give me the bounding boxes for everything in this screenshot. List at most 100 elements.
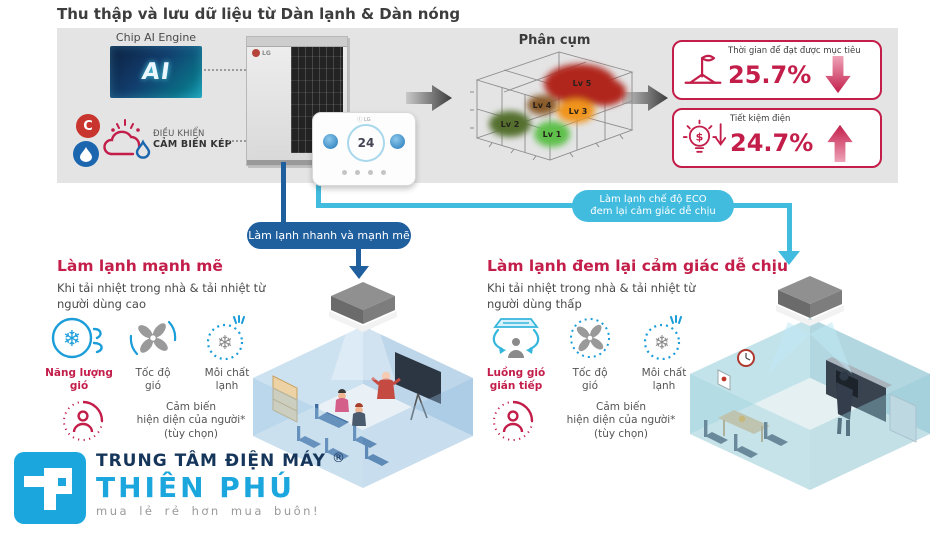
remote-buttons — [313, 170, 415, 175]
feature-refrigerant: ❄ Môi chất lạnh — [193, 314, 261, 393]
feature-wind-energy: ❄ Năng lượng gió — [45, 314, 113, 393]
feature-label-line1: Tốc độ — [572, 367, 608, 379]
registered-mark: ® — [331, 451, 345, 466]
feature-label: Môi chất lạnh — [642, 367, 687, 393]
dual-sensor-line1: ĐIỀU KHIỂN — [153, 129, 205, 139]
stat-value: 24.7% — [730, 129, 814, 157]
feature-label-line2: gián tiếp — [489, 380, 543, 393]
footer-brand-block: TRUNG TÂM ĐIỆN MÁY ® THIÊN PHÚ mua lẻ rẻ… — [96, 451, 345, 518]
lg-logo-text: LG — [262, 49, 271, 57]
left-body-line2: người dùng cao — [57, 296, 147, 311]
fan-speed-icon — [570, 318, 610, 358]
feature-label: Năng lượng gió — [45, 367, 113, 393]
remote-button — [355, 170, 360, 175]
remote-temperature-value: 24 — [357, 136, 375, 150]
connector-chip-line — [204, 69, 250, 71]
cluster-blob-lv3 — [557, 99, 595, 123]
svg-text:❄: ❄ — [63, 327, 81, 352]
presence-sensor-icon — [63, 400, 104, 441]
connector-sensor-line — [228, 140, 250, 142]
cluster-blob-lv4 — [527, 95, 557, 115]
svg-text:$: $ — [696, 130, 704, 143]
feature-fan-speed: Tốc độ gió — [119, 314, 187, 393]
cloud-sensor-icon — [103, 119, 151, 159]
remote-display: 24 — [347, 124, 385, 162]
brand-tagline: mua lẻ rẻ hơn mua buôn! — [96, 504, 321, 518]
right-feature-row: Luồng gió gián tiếp Tốc độ gió — [482, 314, 698, 393]
pill-fast-cooling-label: Làm lạnh nhanh và mạnh mẽ — [248, 229, 410, 242]
goal-flag-icon — [684, 54, 722, 84]
cyan-arrowhead-icon — [778, 251, 800, 265]
sensor-line2: hiện diện của người* — [136, 414, 246, 427]
chip-ai-label: Chip AI Engine — [115, 31, 197, 44]
svg-text:❄: ❄ — [217, 332, 233, 354]
brand-line2: THIÊN PHÚ — [96, 471, 295, 504]
feature-label-line2: gió — [581, 380, 598, 393]
presence-sensor-icon — [493, 400, 534, 441]
cluster-label-lv4: Lv 4 — [533, 101, 552, 110]
cluster-label-lv3: Lv 3 — [569, 107, 588, 116]
feature-label-line2: lạnh — [215, 380, 239, 393]
trend-up-arrow-icon — [827, 124, 853, 162]
remote-button — [342, 170, 347, 175]
left-room-illustration — [253, 282, 473, 488]
wall-controller: ⓛ LG 24 — [312, 112, 416, 186]
connector-dark-vertical — [281, 162, 286, 226]
connector-cyan-horizontal — [316, 203, 792, 208]
page-title: Thu thập và lưu dữ liệu từ Dàn lạnh & Dà… — [57, 5, 461, 23]
refrigerant-icon: ❄ — [206, 315, 245, 361]
right-section-heading: Làm lạnh đem lại cảm giác dễ chịu — [487, 257, 788, 275]
connector-cyan-vertical — [787, 203, 792, 253]
feature-label-line1: Môi chất — [204, 367, 250, 379]
brand-line1: TRUNG TÂM ĐIỆN MÁY — [96, 451, 326, 471]
remote-fan-left-icon — [323, 134, 338, 149]
feature-fan-speed: Tốc độ gió — [556, 314, 624, 393]
sensor-line2: hiện diện của người* — [566, 414, 676, 427]
ai-chip-text: AI — [139, 59, 172, 85]
feature-label-line2: gió — [144, 380, 161, 393]
wind-energy-icon: ❄ — [51, 317, 103, 359]
stat-card-target-time: Thời gian để đạt được mục tiêu 25.7% — [672, 40, 882, 100]
cluster-blob-lv1 — [534, 121, 570, 147]
remote-button — [381, 170, 386, 175]
cluster-blob-lv2 — [489, 111, 531, 137]
connector-pill-drop — [356, 248, 361, 268]
humidity-icon — [73, 141, 99, 167]
bulb-dollar-icon: $ — [682, 119, 727, 153]
left-section-body: Khi tải nhiệt trong nhà & tải nhiệt từ n… — [57, 281, 265, 312]
cluster-label-lv1: Lv 1 — [543, 130, 562, 139]
flow-arrow-right-icon — [406, 85, 452, 111]
feature-refrigerant: ❄ Môi chất lạnh — [630, 314, 698, 393]
feature-label: Tốc độ gió — [135, 367, 170, 393]
feature-label: Luồng gió gián tiếp — [487, 367, 545, 393]
left-sensor-row: Cảm biến hiện diện của người* (tùy chọn) — [60, 398, 266, 444]
feature-label: Tốc độ gió — [572, 367, 607, 393]
connector-cyan-drop — [316, 184, 321, 208]
stat-value: 25.7% — [728, 61, 812, 89]
stat-label: Thời gian để đạt được mục tiêu — [728, 46, 861, 56]
left-feature-row: ❄ Năng lượng gió Tốc độ gió — [45, 314, 261, 393]
stat-card-energy-saving: $ Tiết kiệm điện 24.7% — [672, 108, 882, 168]
right-body-line1: Khi tải nhiệt trong nhà & tải nhiệt từ — [487, 281, 696, 295]
sensor-caption: Cảm biến hiện diện của người* (tùy chọn) — [546, 401, 696, 442]
feature-label-line1: Môi chất — [641, 367, 687, 379]
remote-button — [368, 170, 373, 175]
cluster-label-lv5: Lv 5 — [573, 79, 592, 88]
left-section-heading: Làm lạnh mạnh mẽ — [57, 257, 223, 275]
droplet-glyph — [80, 147, 92, 162]
cluster-chart-title: Phân cụm — [518, 33, 591, 48]
ai-chip-image: AI — [110, 46, 202, 98]
feature-label: Môi chất lạnh — [205, 367, 250, 393]
sensor-line3: (tùy chọn) — [163, 427, 219, 440]
pill-fast-cooling: Làm lạnh nhanh và mạnh mẽ — [247, 222, 411, 249]
dual-sensor-caption: ĐIỀU KHIỂN CẢM BIẾN KÉP — [153, 129, 232, 150]
svg-text:❄: ❄ — [654, 332, 670, 354]
pill-eco-line2: đem lại cảm giác dễ chịu — [590, 206, 716, 217]
feature-indirect-airflow: Luồng gió gián tiếp — [482, 314, 550, 393]
lg-logo-dot — [252, 49, 260, 57]
pill-eco-line1: Làm lạnh chế độ ECO — [599, 193, 707, 205]
stat-label: Tiết kiệm điện — [730, 114, 791, 124]
sensor-caption: Cảm biến hiện diện của người* (tùy chọn) — [116, 401, 266, 442]
sensor-line3: (tùy chọn) — [593, 427, 649, 440]
feature-label-line1: Luồng gió — [486, 367, 546, 379]
